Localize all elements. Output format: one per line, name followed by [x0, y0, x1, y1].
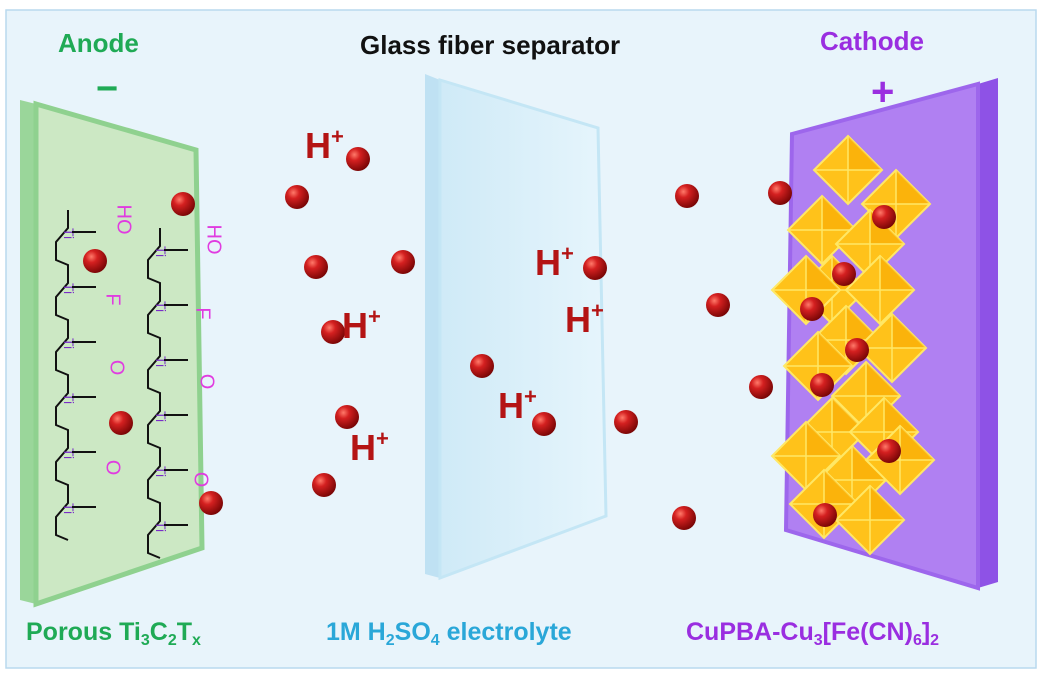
proton-sphere-icon: [675, 184, 699, 208]
proton-sphere-icon: [391, 250, 415, 274]
titanium-atom-label: Ti: [153, 246, 169, 257]
cathode-sign: +: [871, 70, 895, 114]
proton-layer: [83, 147, 901, 530]
cathode-material-label: CuPBA-Cu3[Fe(CN)6]2: [686, 618, 940, 649]
proton-label: H+: [342, 304, 381, 346]
proton-sphere-icon: [672, 506, 696, 530]
titanium-atom-label: Ti: [61, 338, 77, 349]
proton-label: H+: [565, 298, 604, 340]
proton-sphere-icon: [845, 338, 869, 362]
anode-plate: [20, 100, 205, 608]
proton-label: H+: [498, 384, 537, 426]
hydroxyl-group-label: HO: [202, 224, 225, 255]
proton-label: H+: [535, 241, 574, 283]
proton-sphere-icon: [583, 256, 607, 280]
titanium-atom-label: Ti: [153, 521, 169, 532]
titanium-atom-label: Ti: [61, 448, 77, 459]
titanium-atom-label: Ti: [153, 356, 169, 367]
titanium-atom-label: Ti: [61, 228, 77, 239]
proton-sphere-icon: [335, 405, 359, 429]
octahedron-icon: [812, 134, 884, 206]
titanium-atom-label: Ti: [61, 503, 77, 514]
proton-sphere-icon: [109, 411, 133, 435]
proton-sphere-icon: [532, 412, 556, 436]
separator-plate: [425, 74, 608, 581]
proton-sphere-icon: [810, 373, 834, 397]
octahedron-icon: [856, 312, 928, 384]
oxo-group-label: O: [195, 373, 218, 390]
proton-sphere-icon: [706, 293, 730, 317]
proton-sphere-icon: [321, 320, 345, 344]
titanium-atom-label: Ti: [153, 411, 169, 422]
proton-sphere-icon: [832, 262, 856, 286]
anode-title: Anode: [58, 28, 139, 58]
anode-material-label: Porous Ti3C2Tx: [26, 618, 201, 649]
proton-sphere-icon: [346, 147, 370, 171]
octahedron-icon: [844, 254, 916, 326]
proton-sphere-icon: [872, 205, 896, 229]
titanium-atom-label: Ti: [153, 466, 169, 477]
titanium-atom-label: Ti: [61, 283, 77, 294]
cathode-title: Cathode: [820, 26, 924, 56]
mxene-chain: [55, 210, 69, 541]
proton-sphere-icon: [877, 439, 901, 463]
proton-sphere-icon: [199, 491, 223, 515]
proton-sphere-icon: [768, 181, 792, 205]
proton-sphere-icon: [285, 185, 309, 209]
proton-sphere-icon: [83, 249, 107, 273]
proton-sphere-icon: [312, 473, 336, 497]
mxene-chain: [147, 228, 161, 559]
titanium-atom-label: Ti: [61, 393, 77, 404]
fluoro-group-label: F: [191, 307, 214, 320]
proton-sphere-icon: [470, 354, 494, 378]
bridging-oxygen-label: O: [189, 471, 212, 488]
proton-sphere-icon: [171, 192, 195, 216]
fluoro-group-label: F: [101, 293, 124, 306]
bridging-oxygen-label: O: [101, 459, 124, 476]
octahedron-icon: [834, 484, 906, 556]
anode-sign: −: [96, 68, 119, 110]
octahedron-icon: [782, 330, 854, 402]
electrolyte-label: 1M H2SO4 electrolyte: [326, 618, 572, 649]
separator-title: Glass fiber separator: [360, 30, 621, 60]
titanium-atom-label: Ti: [153, 301, 169, 312]
oxo-group-label: O: [105, 359, 128, 376]
proton-label: H+: [305, 124, 344, 166]
proton-sphere-icon: [749, 375, 773, 399]
proton-sphere-icon: [614, 410, 638, 434]
proton-sphere-icon: [304, 255, 328, 279]
hydroxyl-group-label: HO: [112, 204, 135, 235]
proton-sphere-icon: [800, 297, 824, 321]
proton-label: H+: [350, 426, 389, 468]
proton-sphere-icon: [813, 503, 837, 527]
